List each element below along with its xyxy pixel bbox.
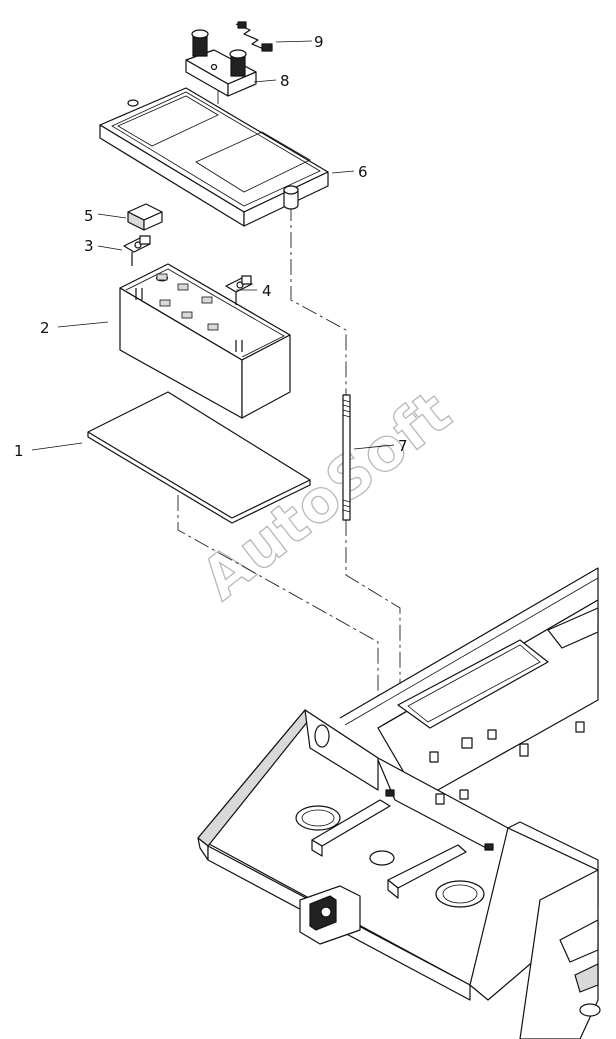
callout-3: 3 [84, 237, 94, 255]
part-3-terminal-clamp [123, 235, 151, 266]
part-4-terminal-clamp [225, 275, 253, 305]
callout-4: 4 [262, 282, 272, 300]
callout-6: 6 [358, 163, 368, 181]
callout-8: 8 [280, 72, 290, 90]
callout-1: 1 [14, 442, 24, 460]
part-2-battery [119, 263, 291, 419]
callout-labels: 1 2 3 4 5 6 7 8 9 [14, 33, 408, 460]
part-8-terminal-bar [185, 29, 257, 97]
part-7-hold-down-rod [342, 394, 351, 521]
leader-lines [31, 40, 395, 451]
callout-2: 2 [40, 319, 50, 337]
part-6-hold-down-frame [99, 87, 329, 227]
part-1-mat [87, 391, 311, 524]
chassis-frame [197, 567, 601, 1039]
callout-5: 5 [84, 207, 94, 225]
callout-7: 7 [398, 437, 408, 455]
part-5-terminal-cap [127, 203, 163, 231]
callout-9: 9 [314, 33, 324, 51]
part-9-link [235, 21, 273, 52]
